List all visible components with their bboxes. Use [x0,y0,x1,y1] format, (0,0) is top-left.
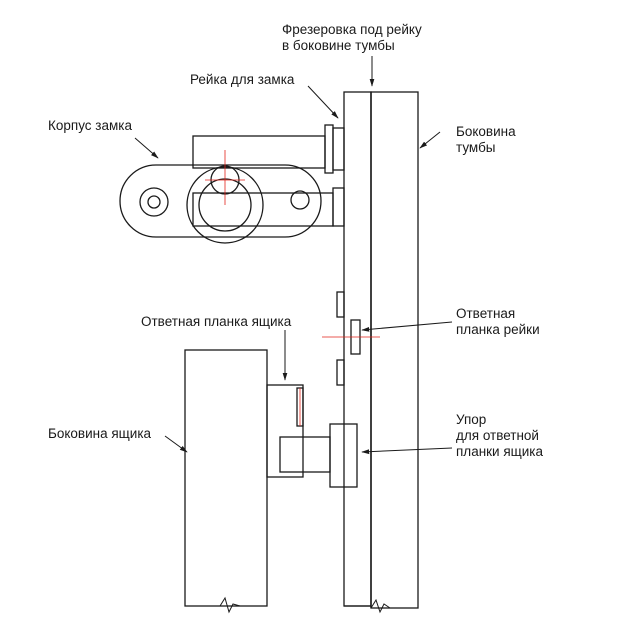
cabinet-side-panel [370,91,419,614]
label-stop-line2: для ответной [456,428,539,443]
label-cabinet-side-line2: тумбы [456,140,496,155]
label-milling-line2: в боковине тумбы [282,38,395,53]
label-stop-line1: Упор [456,412,487,427]
label-cabinet-side-line1: Боковина [456,124,516,139]
label-lock-body: Корпус замка [48,118,132,133]
lock-rail [343,91,372,607]
rail-screws [322,291,380,386]
label-strike-plate-drawer: Ответная планка ящика [141,314,292,329]
label-stop-line3: планки ящика [456,444,544,459]
label-strike-plate-rail-line1: Ответная [456,306,516,321]
label-milling-line1: Фрезеровка под рейку [282,22,422,37]
label-lock-rail: Рейка для замка [190,72,295,87]
leader-lines [134,56,453,455]
label-strike-plate-rail-line2: планка рейки [456,322,540,337]
label-drawer-side: Боковина ящика [48,426,152,441]
drawer-side-panel [184,349,268,614]
lock-body [119,124,345,244]
drawer-strike-plate [266,384,358,488]
